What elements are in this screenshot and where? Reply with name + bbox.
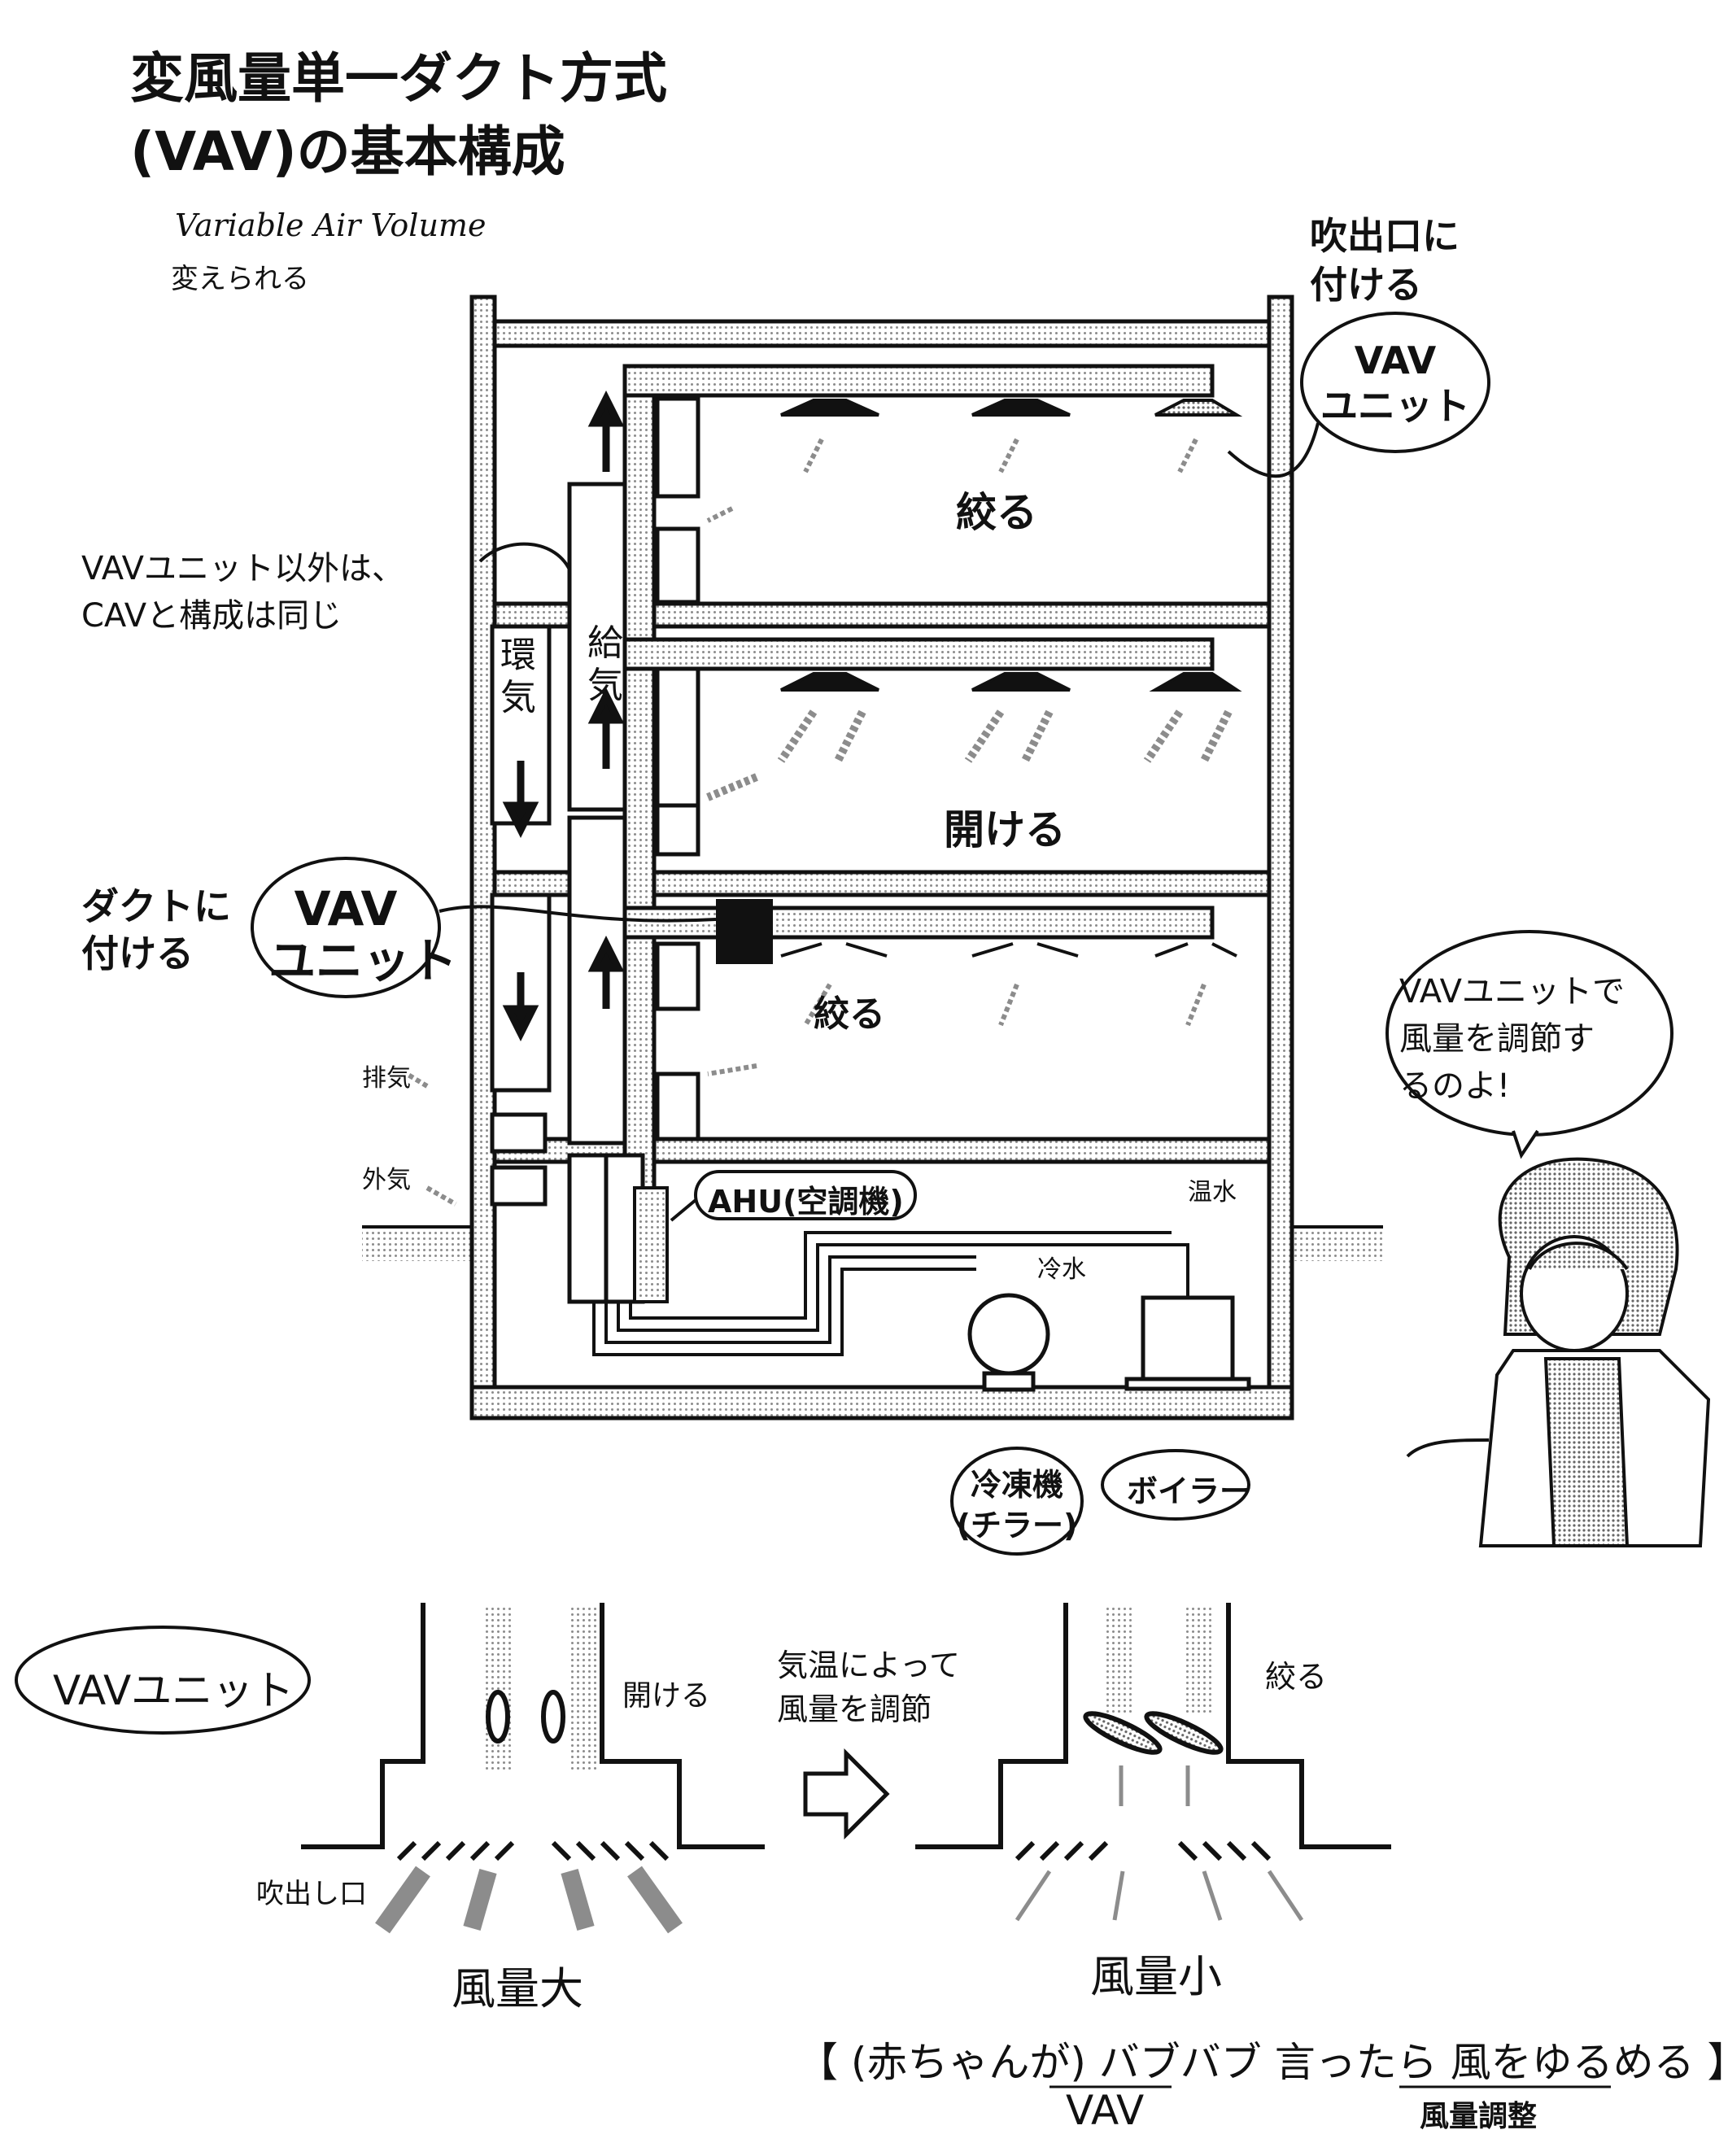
- room-label-top: 絞る: [956, 489, 1037, 536]
- callout-ahu: AHU(空調機): [708, 1184, 904, 1220]
- mnemonic-text: 【 (赤ちゃんが) バブバブ 言ったら 風をゆるめる 】: [797, 2039, 1728, 2086]
- detail-open-label: 開ける: [622, 1679, 711, 1713]
- airflow-arrows: [405, 438, 1233, 1207]
- diffusers: [780, 399, 1243, 958]
- ahu: [633, 1186, 669, 1303]
- boiler: [1124, 1295, 1251, 1391]
- title-line1: 変風量単一ダクト方式: [130, 47, 667, 110]
- room-label-bottom: 絞る: [814, 993, 885, 1035]
- shaft-arrows: [502, 390, 625, 1042]
- vav-box: [716, 899, 773, 964]
- callout-boiler: ボイラー: [1127, 1473, 1251, 1509]
- detail-large-label: 風量大: [452, 1963, 583, 2014]
- label-outside-air: 外気: [362, 1166, 411, 1194]
- callout-vav-unit-mid: VAV ユニット: [268, 881, 458, 989]
- detail-small-label: 風量小: [1090, 1951, 1222, 2002]
- shaft-label-return: 環 気: [500, 635, 536, 718]
- ground: [362, 1225, 1383, 1261]
- callout-top-right: 吹出口に 付ける: [1310, 214, 1460, 307]
- water-pipes: [592, 1231, 1189, 1356]
- detail-outlet-label: 吹出し口: [256, 1878, 367, 1910]
- label-exhaust: 排気: [362, 1064, 411, 1093]
- branch-ducts: [622, 364, 1215, 940]
- mnemonic-vav: VAV: [1066, 2087, 1145, 2134]
- callout-bubbles: [15, 312, 1673, 1735]
- callout-duct-attach: ダクトに 付ける: [81, 884, 231, 975]
- shaft-label-supply: 給 気: [587, 622, 623, 706]
- detail-right: [915, 1603, 1391, 1922]
- detail-bubble: VAVユニット: [53, 1667, 295, 1714]
- detail-middle-text: 気温によって 風量を調節: [777, 1648, 960, 1727]
- subtitle-japanese: 変えられる: [171, 263, 309, 295]
- label-cold-water: 冷水: [1037, 1255, 1086, 1284]
- flow-arrow-right: [803, 1748, 890, 1840]
- character-speech: VAVユニットで 風量を調節す るのよ!: [1399, 973, 1625, 1105]
- detail-left: [301, 1603, 765, 1934]
- chiller: [967, 1293, 1050, 1392]
- label-hot-water: 温水: [1188, 1178, 1237, 1207]
- room-label-middle: 開ける: [944, 806, 1066, 853]
- mnemonic-fuuryou: 風量調整: [1420, 2100, 1538, 2133]
- detail-throttle-label: 絞る: [1265, 1659, 1328, 1695]
- character-illustration: [1406, 1157, 1711, 1547]
- callout-same-as-cav: VAVユニット以外は、 CAVと構成は同じ: [81, 550, 404, 635]
- callout-vav-unit-top: VAV ユニット: [1320, 338, 1470, 428]
- title-line2: (VAV)の基本構成: [130, 120, 565, 183]
- shaft-blocks: [655, 396, 700, 1141]
- subtitle-english: Variable Air Volume: [175, 207, 487, 243]
- callout-chiller: 冷凍機 (チラー): [956, 1467, 1078, 1543]
